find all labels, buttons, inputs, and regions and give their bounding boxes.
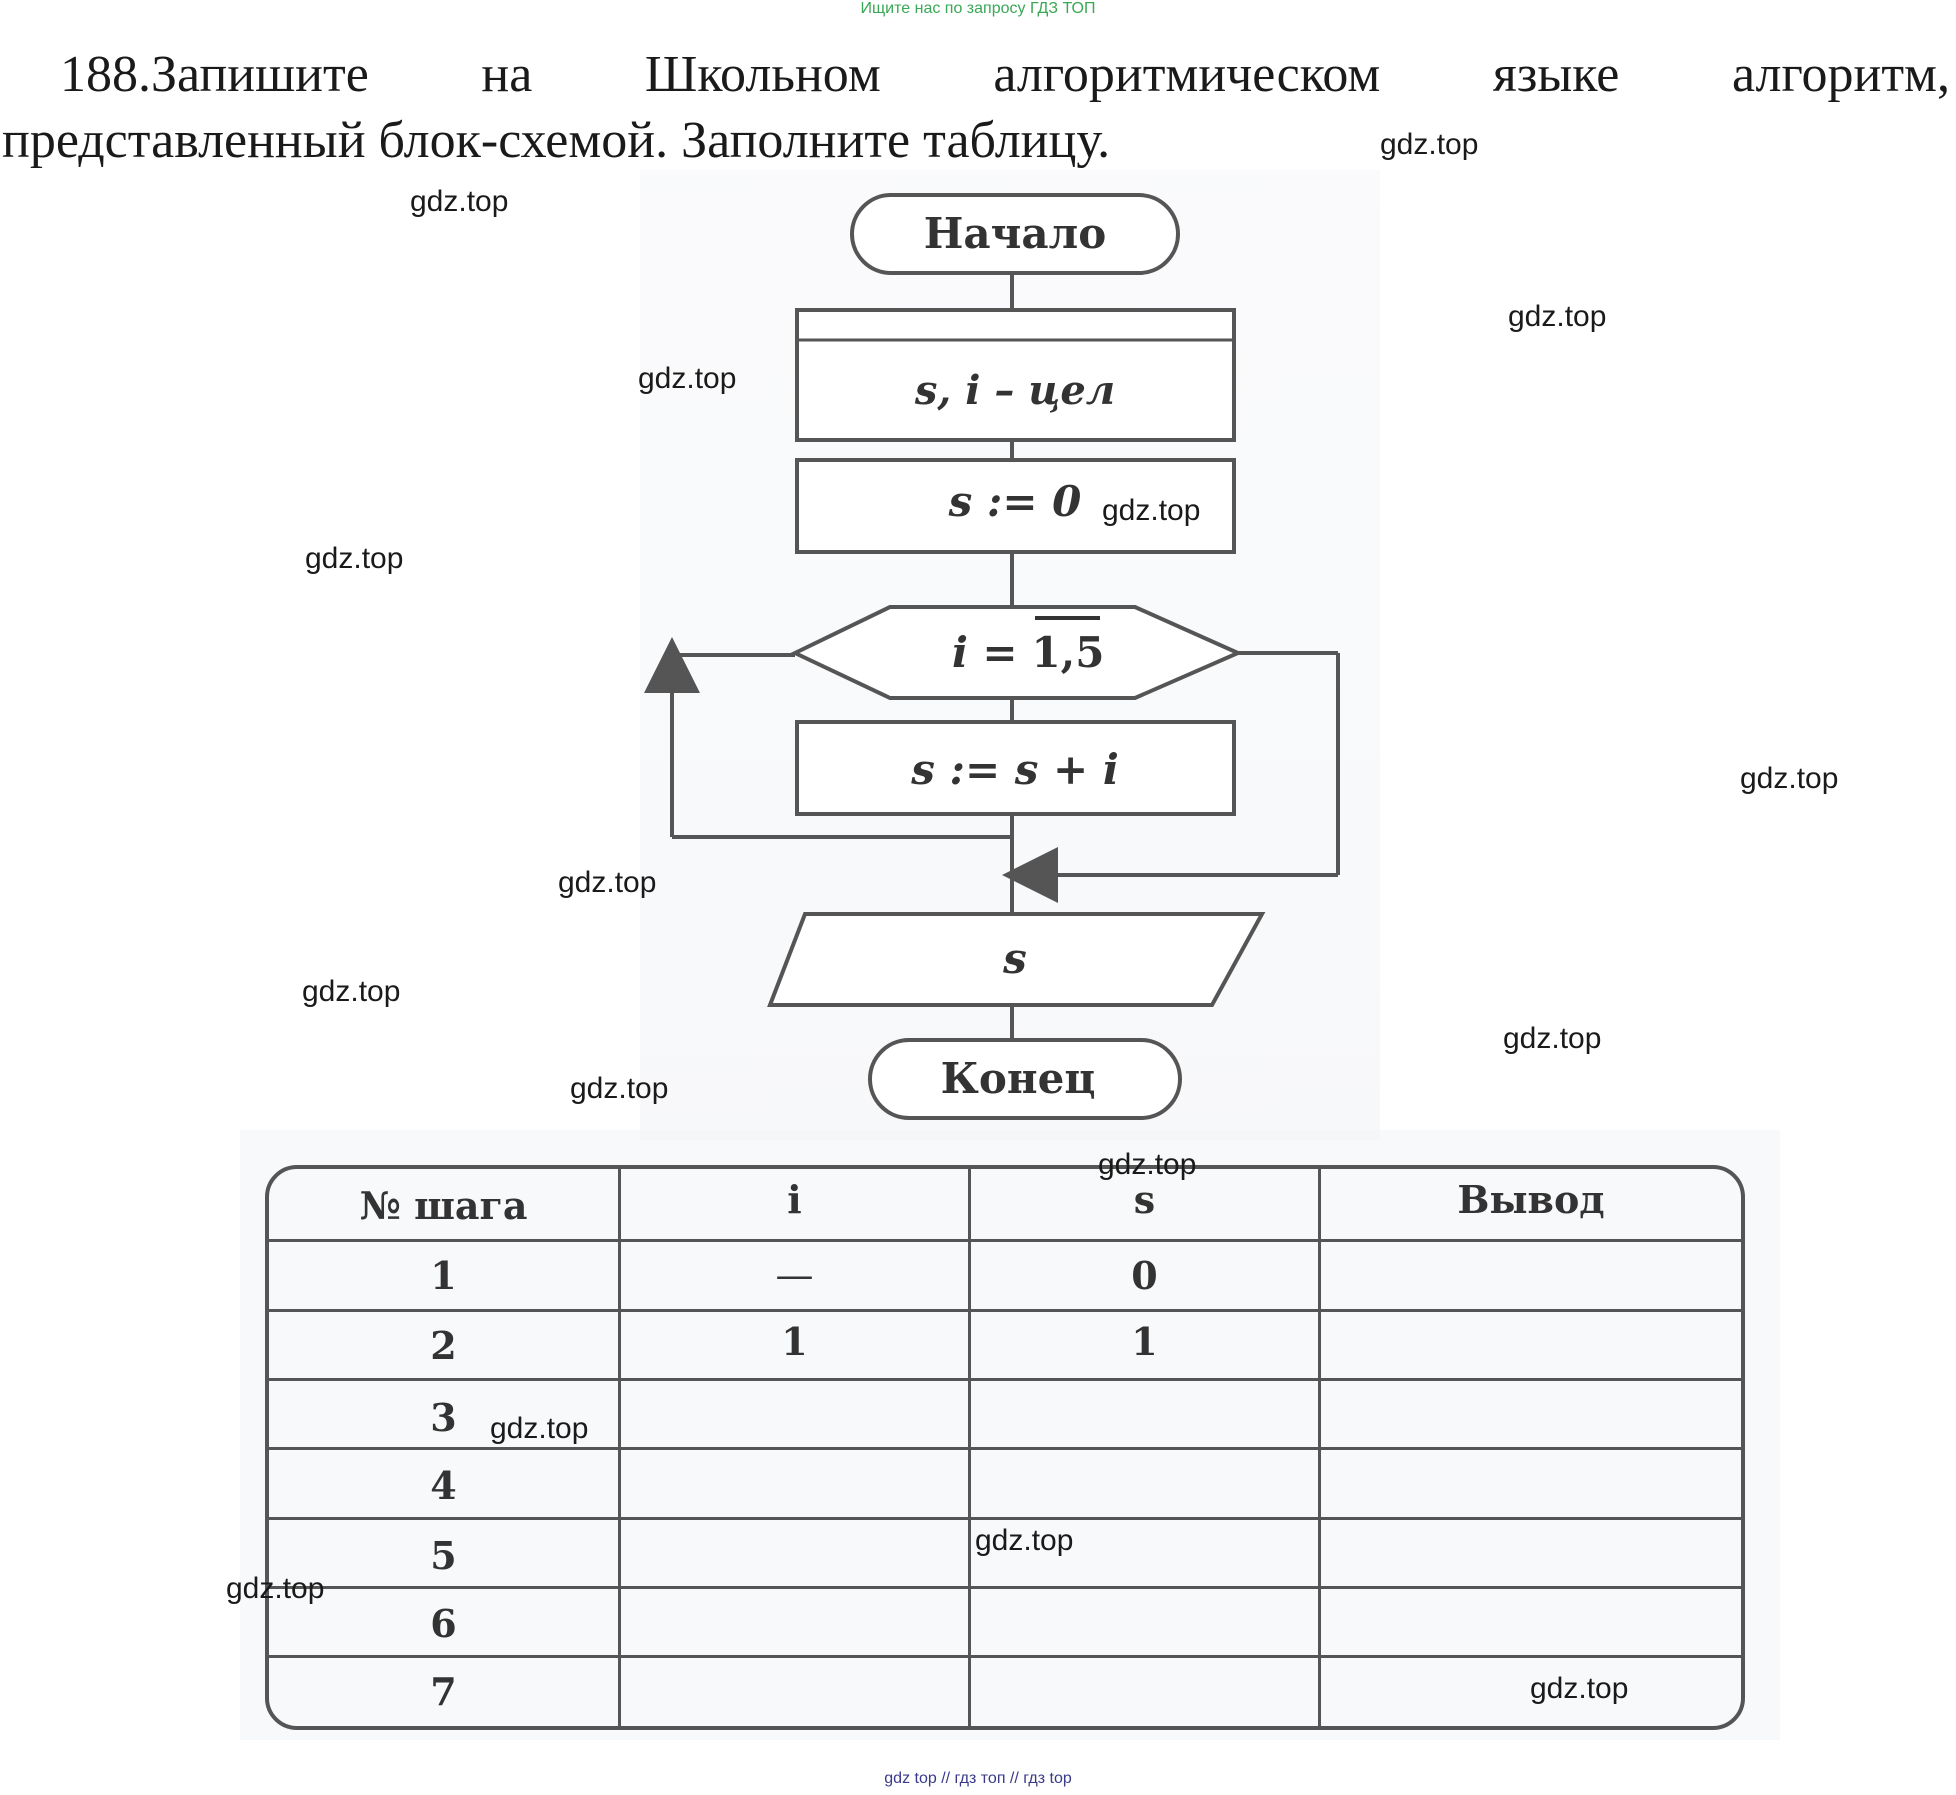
watermark-text: gdz.top — [1380, 128, 1479, 161]
watermark-text: gdz.top — [558, 866, 657, 899]
task-word: алгоритмическом — [993, 46, 1381, 103]
init-block — [795, 458, 1236, 554]
watermark-text: gdz.top — [638, 362, 737, 395]
table-header: № шага — [359, 1183, 528, 1228]
trace-table: № шага i s Вывод 1 — 0 2 1 1 3 4 5 6 7 — [265, 1165, 1745, 1730]
task-word: Школьном — [644, 46, 881, 103]
flowchart: Начало s, i – цел s := 0 i = 1,5 s := s … — [644, 193, 1340, 1120]
loop-var: i — [952, 628, 968, 677]
watermark-text: gdz.top — [410, 185, 509, 218]
table-header: i — [787, 1177, 802, 1222]
watermark-text: gdz.top — [226, 1572, 325, 1605]
end-terminal — [868, 1038, 1182, 1120]
declare-label: s, i – цел — [914, 367, 1115, 414]
loop-eq: = — [982, 628, 1017, 677]
watermark-text: gdz.top — [490, 1412, 589, 1445]
table-cell: 7 — [430, 1669, 457, 1714]
start-label: Начало — [924, 209, 1106, 258]
loop-block — [790, 605, 1243, 700]
table-cell: 1 — [781, 1319, 808, 1364]
task-word: 188.Запишите — [60, 46, 369, 103]
output-label: s — [1002, 934, 1027, 983]
watermark-text: gdz.top — [1503, 1022, 1602, 1055]
output-block — [767, 912, 1266, 1007]
watermark-text: gdz.top — [1102, 494, 1201, 527]
task-line-1: 188.Запишите на Школьном алгоритмическом… — [0, 42, 1956, 108]
task-word: языке — [1492, 46, 1620, 103]
watermark-text: gdz.top — [975, 1524, 1074, 1557]
end-label: Конец — [941, 1054, 1096, 1103]
table-header: s — [1133, 1177, 1156, 1222]
table-header: Вывод — [1457, 1177, 1605, 1222]
watermark-text: gdz.top — [1530, 1672, 1629, 1705]
body-label: s := s + i — [910, 745, 1119, 794]
task-line-2: представленный блок-схемой. Заполните та… — [2, 112, 1111, 169]
watermark-text: gdz.top — [570, 1072, 669, 1105]
declare-block — [795, 308, 1236, 442]
body-block — [795, 720, 1236, 816]
footer-links: gdz top // гдз топ // гдз top — [884, 1770, 1072, 1787]
task-word: алгоритм, — [1731, 46, 1950, 103]
page-background-texture — [240, 1130, 1780, 1740]
watermark-text: gdz.top — [1508, 300, 1607, 333]
top-banner: Ищите нас по запросу ГДЗ ТОП — [860, 0, 1096, 17]
table-cell: 6 — [430, 1601, 457, 1646]
table-cell: — — [775, 1253, 814, 1297]
table-cell: 2 — [430, 1323, 457, 1368]
table-cell: 4 — [430, 1463, 457, 1508]
watermark-text: gdz.top — [1740, 762, 1839, 795]
table-cell: 5 — [430, 1533, 457, 1578]
start-terminal — [850, 193, 1180, 275]
task-text: 188.Запишите на Школьном алгоритмическом… — [0, 42, 1956, 174]
table-cell: 3 — [430, 1395, 457, 1440]
task-word: на — [481, 46, 533, 103]
watermark-text: gdz.top — [305, 542, 404, 575]
init-label: s := 0 — [948, 477, 1082, 526]
table-cell: 1 — [430, 1253, 457, 1298]
loop-range: 1,5 — [1031, 628, 1104, 677]
table-cell: 1 — [1131, 1319, 1158, 1364]
watermark-text: gdz.top — [302, 975, 401, 1008]
watermark-text: gdz.top — [1098, 1148, 1197, 1181]
table-cell: 0 — [1131, 1253, 1158, 1298]
